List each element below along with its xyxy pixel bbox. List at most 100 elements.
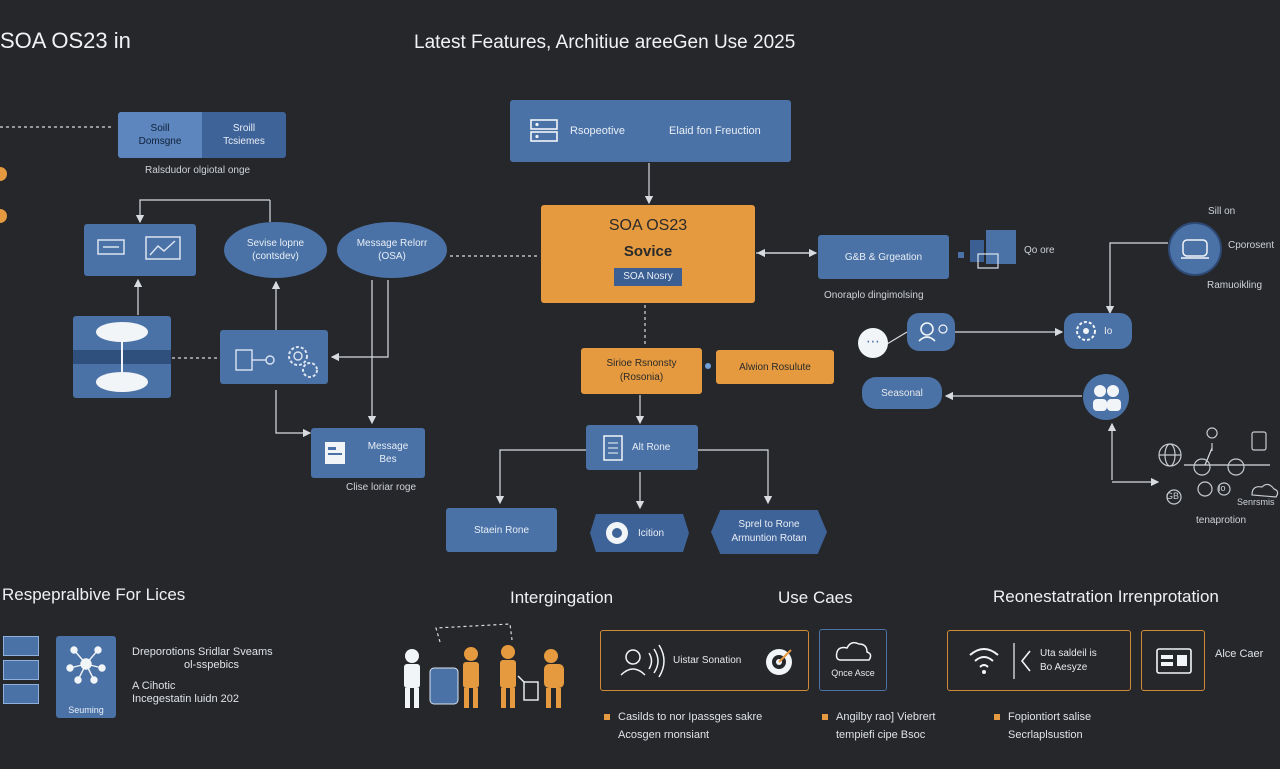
oval-service-loop[interactable]: Sevise lopne (contsdev) bbox=[224, 222, 327, 278]
people-illustration bbox=[404, 645, 564, 708]
chart-monitor-icon bbox=[97, 236, 181, 260]
dashboard-box[interactable] bbox=[1141, 630, 1205, 691]
split-domain-box[interactable]: Soill Domsgne Sroill Tcsiemes bbox=[118, 112, 286, 158]
user-station-label: Uistar Sonation bbox=[673, 655, 742, 666]
user-station-box[interactable]: Uistar Sonation bbox=[600, 630, 809, 691]
legend-marker-2 bbox=[822, 714, 828, 721]
net-caption: tenaprotion bbox=[1196, 515, 1247, 526]
net-label-1: GB bbox=[1166, 491, 1180, 501]
responsibility-line1: Sirioe Rsnonsty bbox=[606, 358, 677, 369]
oval1-line1: Sevise lopne bbox=[246, 238, 305, 249]
message-bus-box[interactable]: Message Bes bbox=[311, 428, 425, 478]
alt-route-label: Alt Rone bbox=[632, 442, 671, 453]
sprint-route-box[interactable]: Sprel to Rone Armuntion Rotan bbox=[711, 510, 827, 554]
responsibility-line2: (Rosonia) bbox=[619, 372, 664, 383]
split-caption: Ralsdudor olgiotal onge bbox=[145, 165, 251, 176]
settings-icon bbox=[606, 522, 628, 544]
network-hub-box[interactable]: Seuming bbox=[56, 636, 116, 718]
gear-pin-label: Io bbox=[1104, 325, 1113, 337]
cloud-access-box[interactable]: Qnce Asce bbox=[819, 629, 887, 691]
station-route-box[interactable]: Staein Rone bbox=[446, 508, 557, 552]
top-feature-box[interactable]: Rsopeotive Elaid fon Freuction bbox=[510, 100, 791, 162]
message-line2: Bes bbox=[379, 454, 397, 465]
ablation-box[interactable]: Alwion Rosulute bbox=[716, 350, 834, 384]
wifi-box-line1: Uta saldeil is bbox=[1040, 647, 1097, 659]
top-feature-label1: Rsopeotive bbox=[570, 125, 626, 137]
legend-marker-3 bbox=[994, 714, 1000, 721]
cog-icon bbox=[1076, 321, 1096, 341]
sprint-line2: Armuntion Rotan bbox=[731, 533, 807, 544]
wifi-box-line2: Bo Aesyze bbox=[1040, 661, 1088, 673]
integration-caption: Onoraplo dingimolsing bbox=[824, 290, 924, 301]
net-label-3: Senrsmis bbox=[1237, 497, 1275, 507]
target-icon bbox=[766, 648, 793, 675]
component-circle[interactable] bbox=[1168, 222, 1222, 276]
section1-text-a1: Dreporotions Sridlar Sveams bbox=[132, 646, 273, 658]
wifi-box[interactable]: Uta saldeil is Bo Aesyze bbox=[947, 630, 1131, 691]
section-header-1: Respepralbive For Lices bbox=[2, 585, 186, 604]
sprint-line1: Sprel to Rone bbox=[738, 519, 800, 530]
section1-text-b1: A Cihotic bbox=[132, 680, 176, 692]
legend-item-1-line1: Casilds to nor Ipassges sakre bbox=[618, 711, 763, 723]
network-hub-icon bbox=[66, 646, 106, 684]
section-header-3: Use Caes bbox=[778, 588, 853, 607]
message-line1: Message bbox=[367, 441, 409, 452]
legend-marker-1 bbox=[604, 714, 610, 721]
section1-text-b2: Incegestatin luidn 202 bbox=[132, 693, 240, 705]
ignition-hex-box[interactable]: Icition bbox=[590, 514, 689, 552]
voice-user-icon bbox=[620, 644, 665, 677]
gear-pin-box[interactable]: Io bbox=[1064, 313, 1132, 349]
top-feature-label2: Elaid fon Freuction bbox=[669, 125, 761, 137]
responsibility-box[interactable]: Sirioe Rsnonsty (Rosonia) bbox=[581, 348, 702, 394]
legend-item-2: Angilby rao] Viebrert tempiefi cipe Bsoc bbox=[822, 708, 935, 744]
section-header-4: Reonestatration Irrenprotation bbox=[993, 587, 1219, 606]
document-icon bbox=[325, 442, 345, 464]
station-route-label: Staein Rone bbox=[473, 524, 530, 536]
page-subtitle: Latest Features, Architiue areeGen Use 2… bbox=[414, 32, 796, 53]
location-pin-icon bbox=[918, 322, 948, 342]
oval-message-relay[interactable]: Message Relorr (OSA) bbox=[337, 222, 447, 278]
oval1-line2: (contsdev) bbox=[252, 251, 299, 262]
legend-item-3-line2: Secrlaplsustion bbox=[1008, 729, 1083, 741]
database-icon bbox=[73, 322, 171, 392]
central-title: SOA OS23 bbox=[608, 217, 688, 234]
seasonal-pill[interactable]: Seasonal bbox=[862, 377, 942, 409]
chat-bubble-icon[interactable]: ⋯ bbox=[858, 328, 888, 358]
message-caption: Clise loriar roge bbox=[346, 482, 417, 493]
legend-item-3-line1: Fopiontiort salise bbox=[1008, 711, 1092, 723]
oval2-line1: Message Relorr bbox=[356, 238, 428, 249]
ablation-label: Alwion Rosulute bbox=[739, 361, 811, 373]
use-case-label: Alce Caer bbox=[1215, 648, 1264, 660]
wifi-icon bbox=[969, 642, 1031, 679]
process-gear-box[interactable] bbox=[220, 330, 328, 384]
split-left-line2: Domsgne bbox=[138, 136, 182, 147]
central-tag: SOA Nosry bbox=[614, 268, 682, 286]
devices-icon bbox=[970, 230, 1016, 269]
section1-text-a: Dreporotions Sridlar Sveams ol-sspebics bbox=[132, 646, 273, 672]
dashboard-icon bbox=[1156, 648, 1192, 674]
car-icon bbox=[1181, 239, 1209, 259]
database-box[interactable] bbox=[73, 316, 171, 398]
devices-label: Qo ore bbox=[1024, 245, 1055, 256]
monitor-box[interactable] bbox=[84, 224, 196, 276]
location-pin-box[interactable] bbox=[907, 313, 955, 351]
integration-box[interactable]: G&B & Grgeation bbox=[818, 235, 949, 279]
page-title: SOA OS23 in bbox=[0, 28, 131, 53]
users-circle[interactable] bbox=[1083, 374, 1129, 420]
ignition-label: Icition bbox=[638, 527, 665, 539]
split-right-line1: Sroill bbox=[232, 123, 256, 134]
split-right-line2: Tcsiemes bbox=[223, 136, 265, 147]
central-service-box[interactable]: SOA OS23 Sovice SOA Nosry bbox=[541, 205, 755, 303]
legend-item-2-line1: Angilby rao] Viebrert bbox=[836, 711, 936, 723]
split-left-line1: Soill bbox=[150, 123, 170, 134]
oval2-line2: (OSA) bbox=[378, 251, 406, 262]
net-label-2: Io bbox=[1218, 483, 1226, 493]
component-caption: Ramuoikling bbox=[1207, 280, 1263, 291]
right-top-label: Sill on bbox=[1208, 206, 1236, 217]
central-subtitle: Sovice bbox=[623, 243, 673, 260]
alt-route-box[interactable]: Alt Rone bbox=[586, 425, 698, 470]
legend-item-1-line2: Acosgen rnonsiant bbox=[618, 729, 710, 741]
connector-node bbox=[958, 252, 964, 258]
stacked-list-icon bbox=[3, 636, 39, 704]
